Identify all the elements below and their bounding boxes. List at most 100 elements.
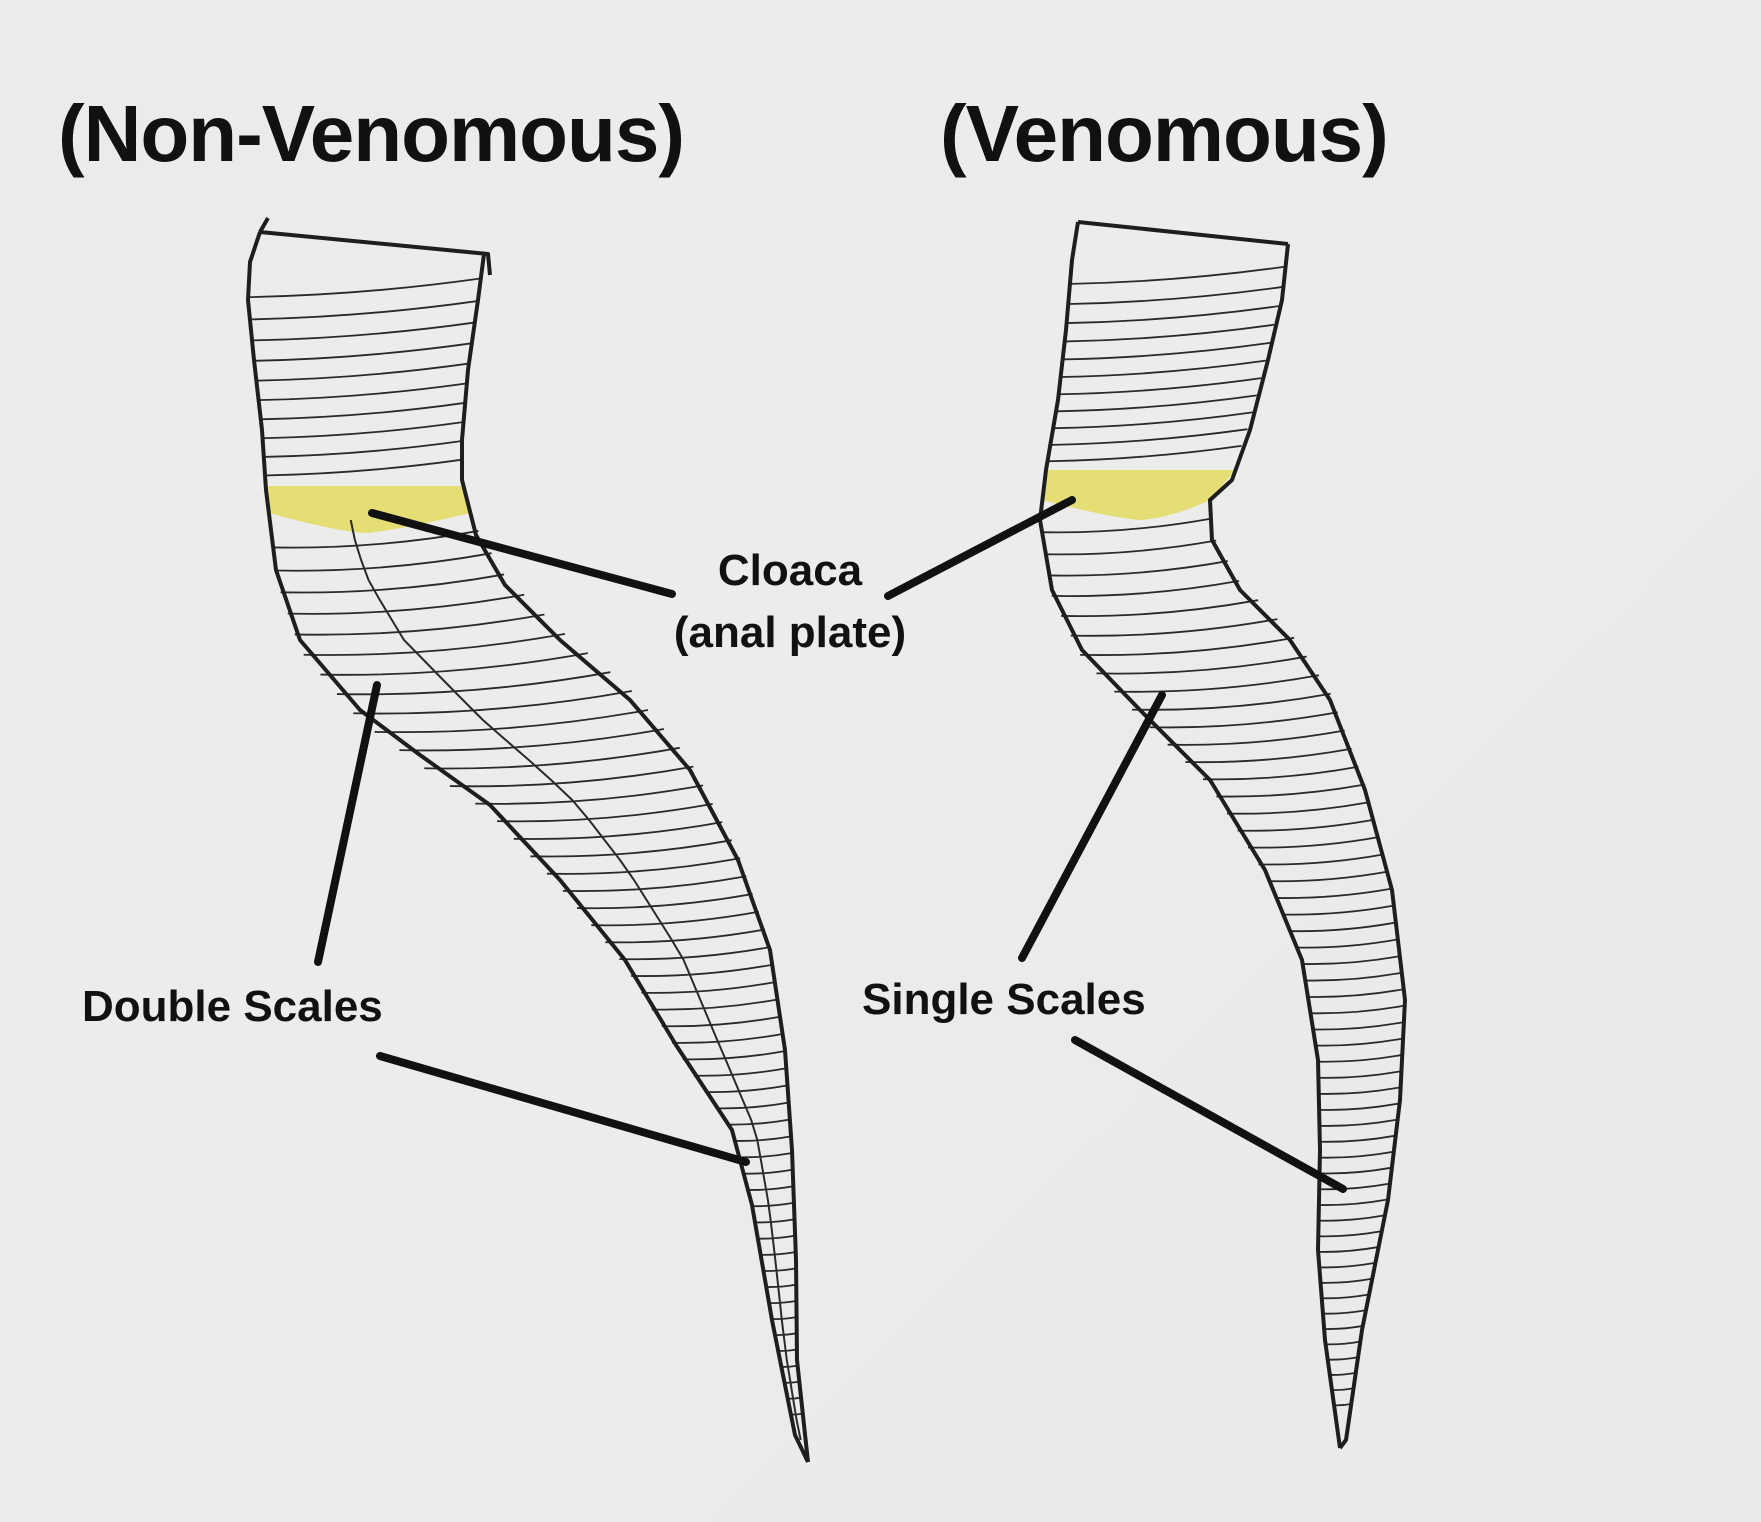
cloaca-label: Cloaca	[717, 546, 863, 595]
right-single-scales	[1040, 265, 1405, 1407]
scale-line	[1061, 359, 1266, 378]
scale-line	[513, 821, 723, 840]
scale-line	[778, 1348, 798, 1352]
scale-line	[1080, 636, 1295, 656]
scale-line	[641, 981, 776, 994]
scale-line	[1070, 265, 1285, 285]
scale-line	[1315, 1037, 1404, 1047]
scale-line	[1051, 428, 1248, 446]
arrow-double-scales-up	[314, 681, 381, 966]
scale-line	[294, 613, 545, 636]
scale-line	[530, 839, 732, 858]
scale-line	[1319, 1150, 1394, 1159]
scale-line	[738, 1152, 793, 1159]
scale-line	[771, 1316, 797, 1321]
scale-line	[682, 1050, 786, 1061]
scale-line	[1274, 887, 1393, 899]
scale-line	[1333, 1403, 1352, 1407]
scale-line	[255, 362, 468, 382]
scale-line	[1048, 560, 1228, 577]
scale-line	[1057, 394, 1257, 413]
scale-line	[1318, 1086, 1401, 1095]
scale-line	[1304, 971, 1403, 982]
arrow-cloaca-left	[368, 509, 676, 598]
scale-line	[1322, 1309, 1366, 1315]
scale-line	[1061, 599, 1259, 618]
scale-line	[757, 1234, 796, 1240]
right-body-outline	[1038, 220, 1407, 1450]
scale-line	[1216, 783, 1366, 798]
scale-line	[1051, 580, 1240, 597]
scale-line	[715, 1101, 790, 1110]
scale-line	[1324, 1325, 1363, 1330]
scale-line	[1044, 539, 1217, 556]
non-venomous-snake-tail	[246, 217, 810, 1463]
scale-line	[280, 573, 505, 594]
scale-line	[399, 728, 665, 752]
scale-line	[1070, 618, 1278, 637]
scale-line	[259, 402, 465, 421]
scale-line	[760, 1251, 796, 1256]
scale-line	[1063, 341, 1271, 361]
scale-line	[1318, 1214, 1385, 1222]
scale-line	[424, 746, 680, 770]
scale-line	[1281, 904, 1395, 916]
scale-line	[475, 784, 704, 805]
scale-line	[747, 1185, 794, 1191]
scale-line	[704, 1084, 788, 1093]
scale-line	[1295, 938, 1399, 949]
scale-line	[1331, 1387, 1354, 1392]
arrow-double-scales-down	[376, 1052, 750, 1166]
scale-line	[546, 857, 741, 875]
scale-line	[1325, 1340, 1361, 1346]
right-anal-plate	[1042, 470, 1236, 520]
scale-line	[1059, 377, 1262, 396]
scale-line	[1319, 1102, 1400, 1111]
scale-line	[1258, 853, 1384, 866]
scale-line	[591, 910, 759, 927]
scale-line	[303, 632, 566, 656]
scale-line	[449, 765, 694, 788]
scale-line	[251, 321, 474, 342]
scale-line	[1048, 444, 1242, 463]
arrows	[314, 496, 1347, 1193]
arrow-cloaca-right	[884, 496, 1076, 600]
scale-line	[671, 1032, 784, 1044]
left-double-scales	[248, 277, 803, 1416]
scale-line	[763, 1267, 797, 1272]
scale-line	[497, 803, 713, 823]
venomous-title: (Venomous)	[940, 89, 1389, 178]
scale-line	[1114, 674, 1320, 693]
scale-line	[751, 1201, 795, 1208]
left-scale-midline	[349, 519, 802, 1441]
scale-line	[768, 1300, 797, 1305]
scale-line	[631, 963, 774, 977]
scale-line	[1318, 1070, 1402, 1079]
scale-line	[651, 998, 779, 1011]
scale-line	[1327, 1356, 1359, 1361]
scale-line	[1149, 711, 1338, 729]
scale-line	[1248, 836, 1380, 849]
scale-line	[1329, 1371, 1356, 1376]
scale-line	[353, 690, 632, 715]
scale-line	[1309, 1004, 1405, 1015]
scale-line	[619, 946, 771, 961]
arrow-single-scales-up	[1018, 691, 1166, 962]
scale-line	[1068, 286, 1283, 305]
scale-line	[257, 382, 467, 402]
scale-line	[1320, 1277, 1373, 1284]
scale-line	[784, 1380, 800, 1384]
scale-line	[261, 421, 463, 440]
cloaca-callout: Cloaca (anal plate)	[600, 540, 980, 664]
scale-line	[287, 593, 525, 615]
scale-line	[1317, 1246, 1379, 1253]
scale-line	[781, 1364, 798, 1368]
scale-line	[1321, 1293, 1369, 1300]
scale-line	[1237, 818, 1375, 832]
left-anal-plate	[265, 486, 471, 533]
scale-line	[374, 709, 649, 734]
left-body-outline	[246, 217, 810, 1463]
anal-plate-label: (anal plate)	[673, 608, 907, 657]
scale-line	[1319, 1166, 1392, 1175]
